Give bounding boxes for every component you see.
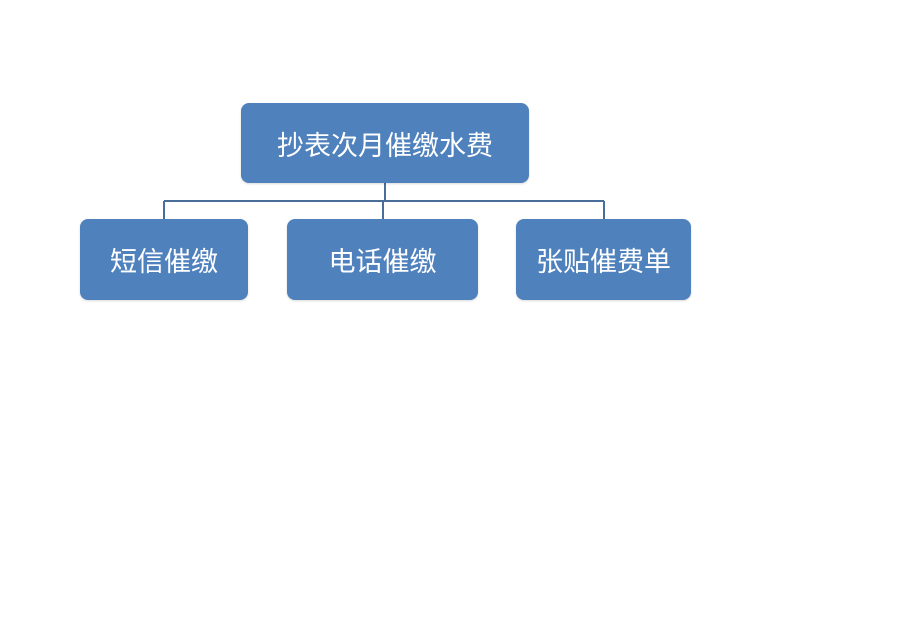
child-node-phone-reminder: 电话催缴 [287, 219, 478, 300]
child-node-label: 短信催缴 [110, 247, 218, 278]
child-node-post-notice: 张贴催费单 [516, 219, 691, 300]
child-node-sms-reminder: 短信催缴 [80, 219, 248, 300]
root-node-label: 抄表次月催缴水费 [277, 130, 493, 162]
child-node-label: 电话催缴 [328, 247, 437, 278]
child-node-label: 张贴催费单 [536, 247, 671, 278]
root-node: 抄表次月催缴水费 [241, 103, 529, 183]
